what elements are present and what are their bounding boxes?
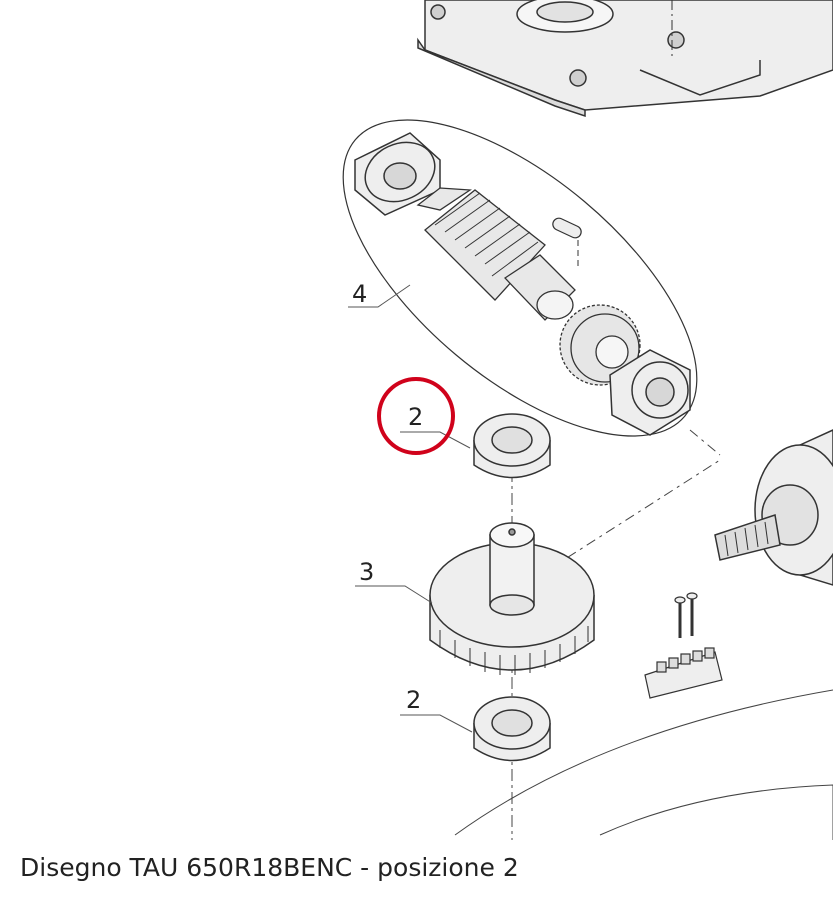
leader-lines xyxy=(348,284,473,733)
label-part-2-bottom: 2 xyxy=(406,686,421,714)
housing-top xyxy=(417,0,833,118)
gear-part-3 xyxy=(429,522,595,675)
worm-screw xyxy=(416,187,576,321)
pinion-gear xyxy=(559,304,641,386)
label-part-2-top: 2 xyxy=(408,403,423,431)
diagram-caption: Disegno TAU 650R18BENC - posizione 2 xyxy=(20,853,519,882)
terminal-block xyxy=(644,592,723,699)
key xyxy=(552,217,582,270)
part-4-assembly xyxy=(342,119,698,437)
label-part-3: 3 xyxy=(359,558,374,586)
spacer-part-2-top xyxy=(473,413,551,479)
highlight-circle xyxy=(377,377,455,455)
spacer-part-2-bottom xyxy=(473,696,551,762)
exploded-parts-diagram: 4 2 3 2 xyxy=(342,0,833,840)
label-part-4: 4 xyxy=(352,280,367,308)
motor xyxy=(714,429,833,586)
spacer-ring-a xyxy=(354,132,441,216)
spacer-ring-b xyxy=(609,349,691,436)
